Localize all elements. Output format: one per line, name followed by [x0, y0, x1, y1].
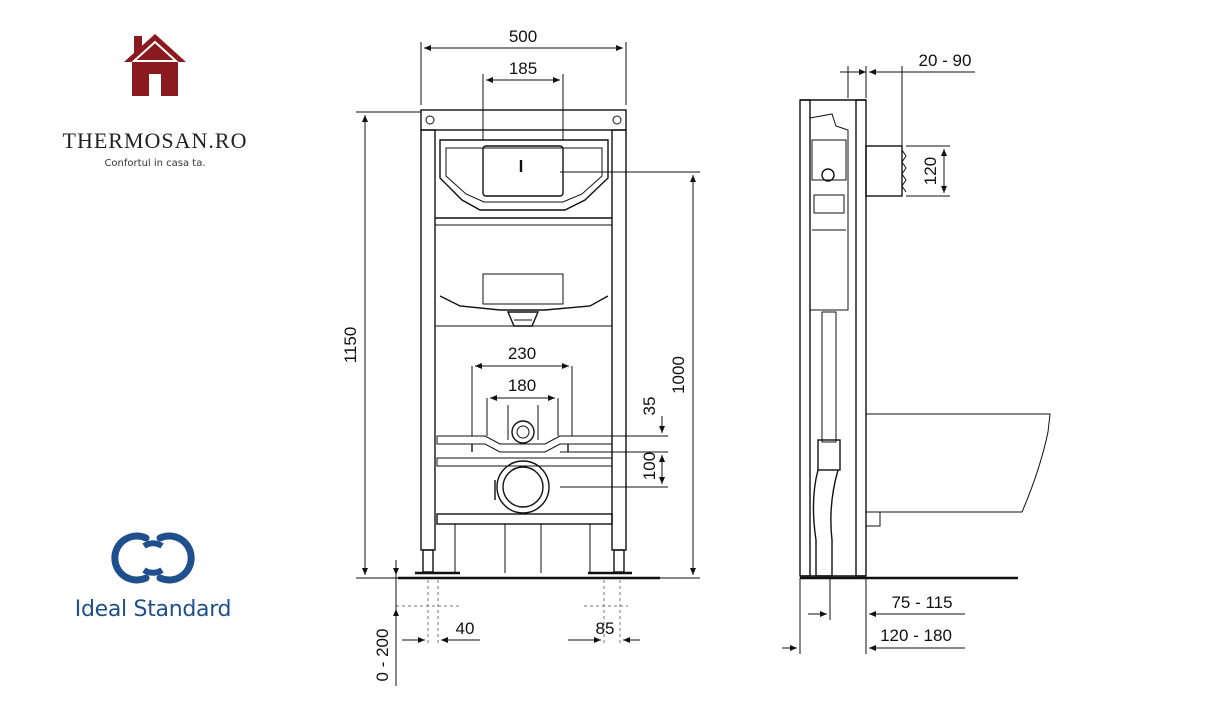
dim-0-200: 0 - 200: [373, 629, 392, 682]
dim-85: 85: [596, 619, 615, 638]
interlocked-rings-icon: [111, 532, 195, 584]
dim-230: 230: [508, 344, 536, 363]
dim-120-180: 120 - 180: [880, 626, 952, 645]
brand-tagline: Confortul in casa ta.: [104, 158, 206, 169]
dim-75-115: 75 - 115: [891, 593, 952, 612]
dim-35: 35: [640, 397, 659, 416]
dim-40: 40: [456, 619, 475, 638]
dim-100: 100: [640, 452, 659, 480]
dim-120: 120: [921, 157, 940, 185]
ideal-standard-logo: Ideal Standard: [58, 530, 248, 622]
front-view: 500 185 1150 1000 230 180 35 100: [341, 27, 700, 686]
dim-20-90: 20 - 90: [919, 51, 972, 70]
thermosan-logo: THERMOSAN.RO Confortul in casa ta.: [40, 30, 270, 169]
house-icon: [124, 34, 186, 96]
dim-1150: 1150: [341, 327, 360, 364]
side-view: 20 - 90 120 75 - 115 120 - 180: [782, 51, 1051, 654]
dim-500: 500: [509, 27, 537, 46]
dim-185: 185: [509, 59, 537, 78]
dim-180: 180: [508, 376, 536, 395]
brand-name: THERMOSAN.RO: [62, 128, 248, 153]
manufacturer-name: Ideal Standard: [74, 597, 232, 622]
dim-1000: 1000: [669, 356, 688, 394]
